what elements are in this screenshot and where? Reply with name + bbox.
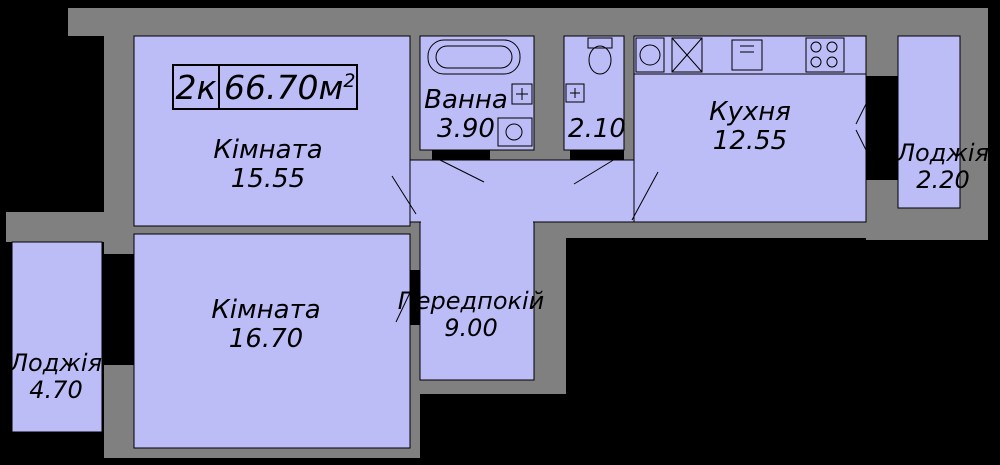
bathtub-icon (427, 39, 521, 75)
stove-icon (805, 37, 845, 73)
washbasin-icon (497, 117, 533, 147)
wall-rooms-divider (134, 226, 416, 234)
wall-wc-stub (564, 150, 570, 160)
kitchen-name: Кухня (709, 97, 791, 127)
wall-bath-stub-right (490, 150, 534, 160)
wc-label: 2.10 (568, 114, 626, 144)
wall-bath-left (410, 36, 420, 160)
wall-kitchen-bottom (534, 222, 868, 238)
bath-sink-icon (511, 83, 533, 105)
wall-room2-hall (410, 325, 420, 453)
loggia-left-label: Лоджія 4.70 (10, 350, 102, 404)
floor-join-hall (421, 200, 533, 230)
wall-outer-top (68, 8, 988, 36)
room2-label: Кімната 16.70 (211, 295, 321, 355)
wall-loggia-right-edge (960, 36, 988, 208)
floor-bath (419, 35, 535, 151)
room1-area: 15.55 (230, 164, 306, 195)
bath-label: Ванна 3.90 (424, 85, 508, 145)
walls (6, 8, 988, 458)
hall-name: Передпокій (397, 287, 545, 315)
room1-name: Кімната (213, 135, 323, 165)
wall-loggia-right-top (866, 8, 988, 36)
room1-label: Кімната 15.55 (213, 135, 323, 195)
door-swings (391, 103, 867, 323)
floor-room1 (133, 35, 411, 227)
total-area-value: 66.70 (224, 67, 319, 107)
floor-loggia-right (897, 35, 961, 209)
wall-bath-right (534, 36, 564, 160)
wall-loggia-right-bottom (866, 208, 988, 240)
hall-label: Передпокій 9.00 (398, 288, 545, 342)
floor-kitchen (633, 35, 867, 223)
wall-bottom (104, 448, 420, 458)
wall-wc-right (624, 36, 634, 160)
area-unit: м (318, 67, 344, 107)
total-area: 66.70м2 (220, 68, 355, 107)
apartment-badge: 2к 66.70м2 (172, 64, 358, 110)
loggia-right-label: Лоджія 2.20 (897, 140, 989, 194)
loggia-left-area: 4.70 (29, 375, 83, 404)
kitchen-counter (634, 37, 866, 75)
kitchen-label: Кухня 12.55 (709, 97, 791, 157)
wall-room-door-jamb (410, 218, 420, 270)
loggia-right-area: 2.20 (916, 165, 970, 194)
wc-area: 2.10 (568, 114, 626, 144)
wall-hall-right (534, 222, 566, 394)
sink-icon (731, 39, 763, 71)
bath-fixtures (427, 37, 613, 147)
wall-bath-stub (420, 150, 432, 160)
wall-left-lower (104, 365, 134, 455)
room2-area: 16.70 (228, 324, 304, 355)
room-count: 2к (174, 66, 220, 108)
toilet-icon (587, 37, 613, 49)
loggia-left-name: Лоджія (9, 349, 103, 377)
wall-left-loggia (6, 212, 134, 242)
hall-area: 9.00 (444, 313, 498, 342)
fridge-icon (671, 37, 703, 73)
floor-room2 (133, 233, 411, 449)
kitchen-area: 12.55 (712, 126, 788, 157)
wall-left-upper (104, 36, 134, 172)
washer-icon (635, 37, 665, 73)
floor-loggia-left (11, 241, 103, 433)
room2-name: Кімната (211, 295, 321, 325)
wall-hall-bottom (420, 380, 538, 394)
wall-kitchen-right-top (866, 36, 898, 76)
area-unit-exponent: 2 (343, 69, 356, 92)
loggia-right-name: Лоджія (896, 139, 990, 167)
bath-name: Ванна (424, 85, 508, 115)
bath-area: 3.90 (437, 114, 495, 145)
wc-sink-icon (565, 83, 585, 103)
